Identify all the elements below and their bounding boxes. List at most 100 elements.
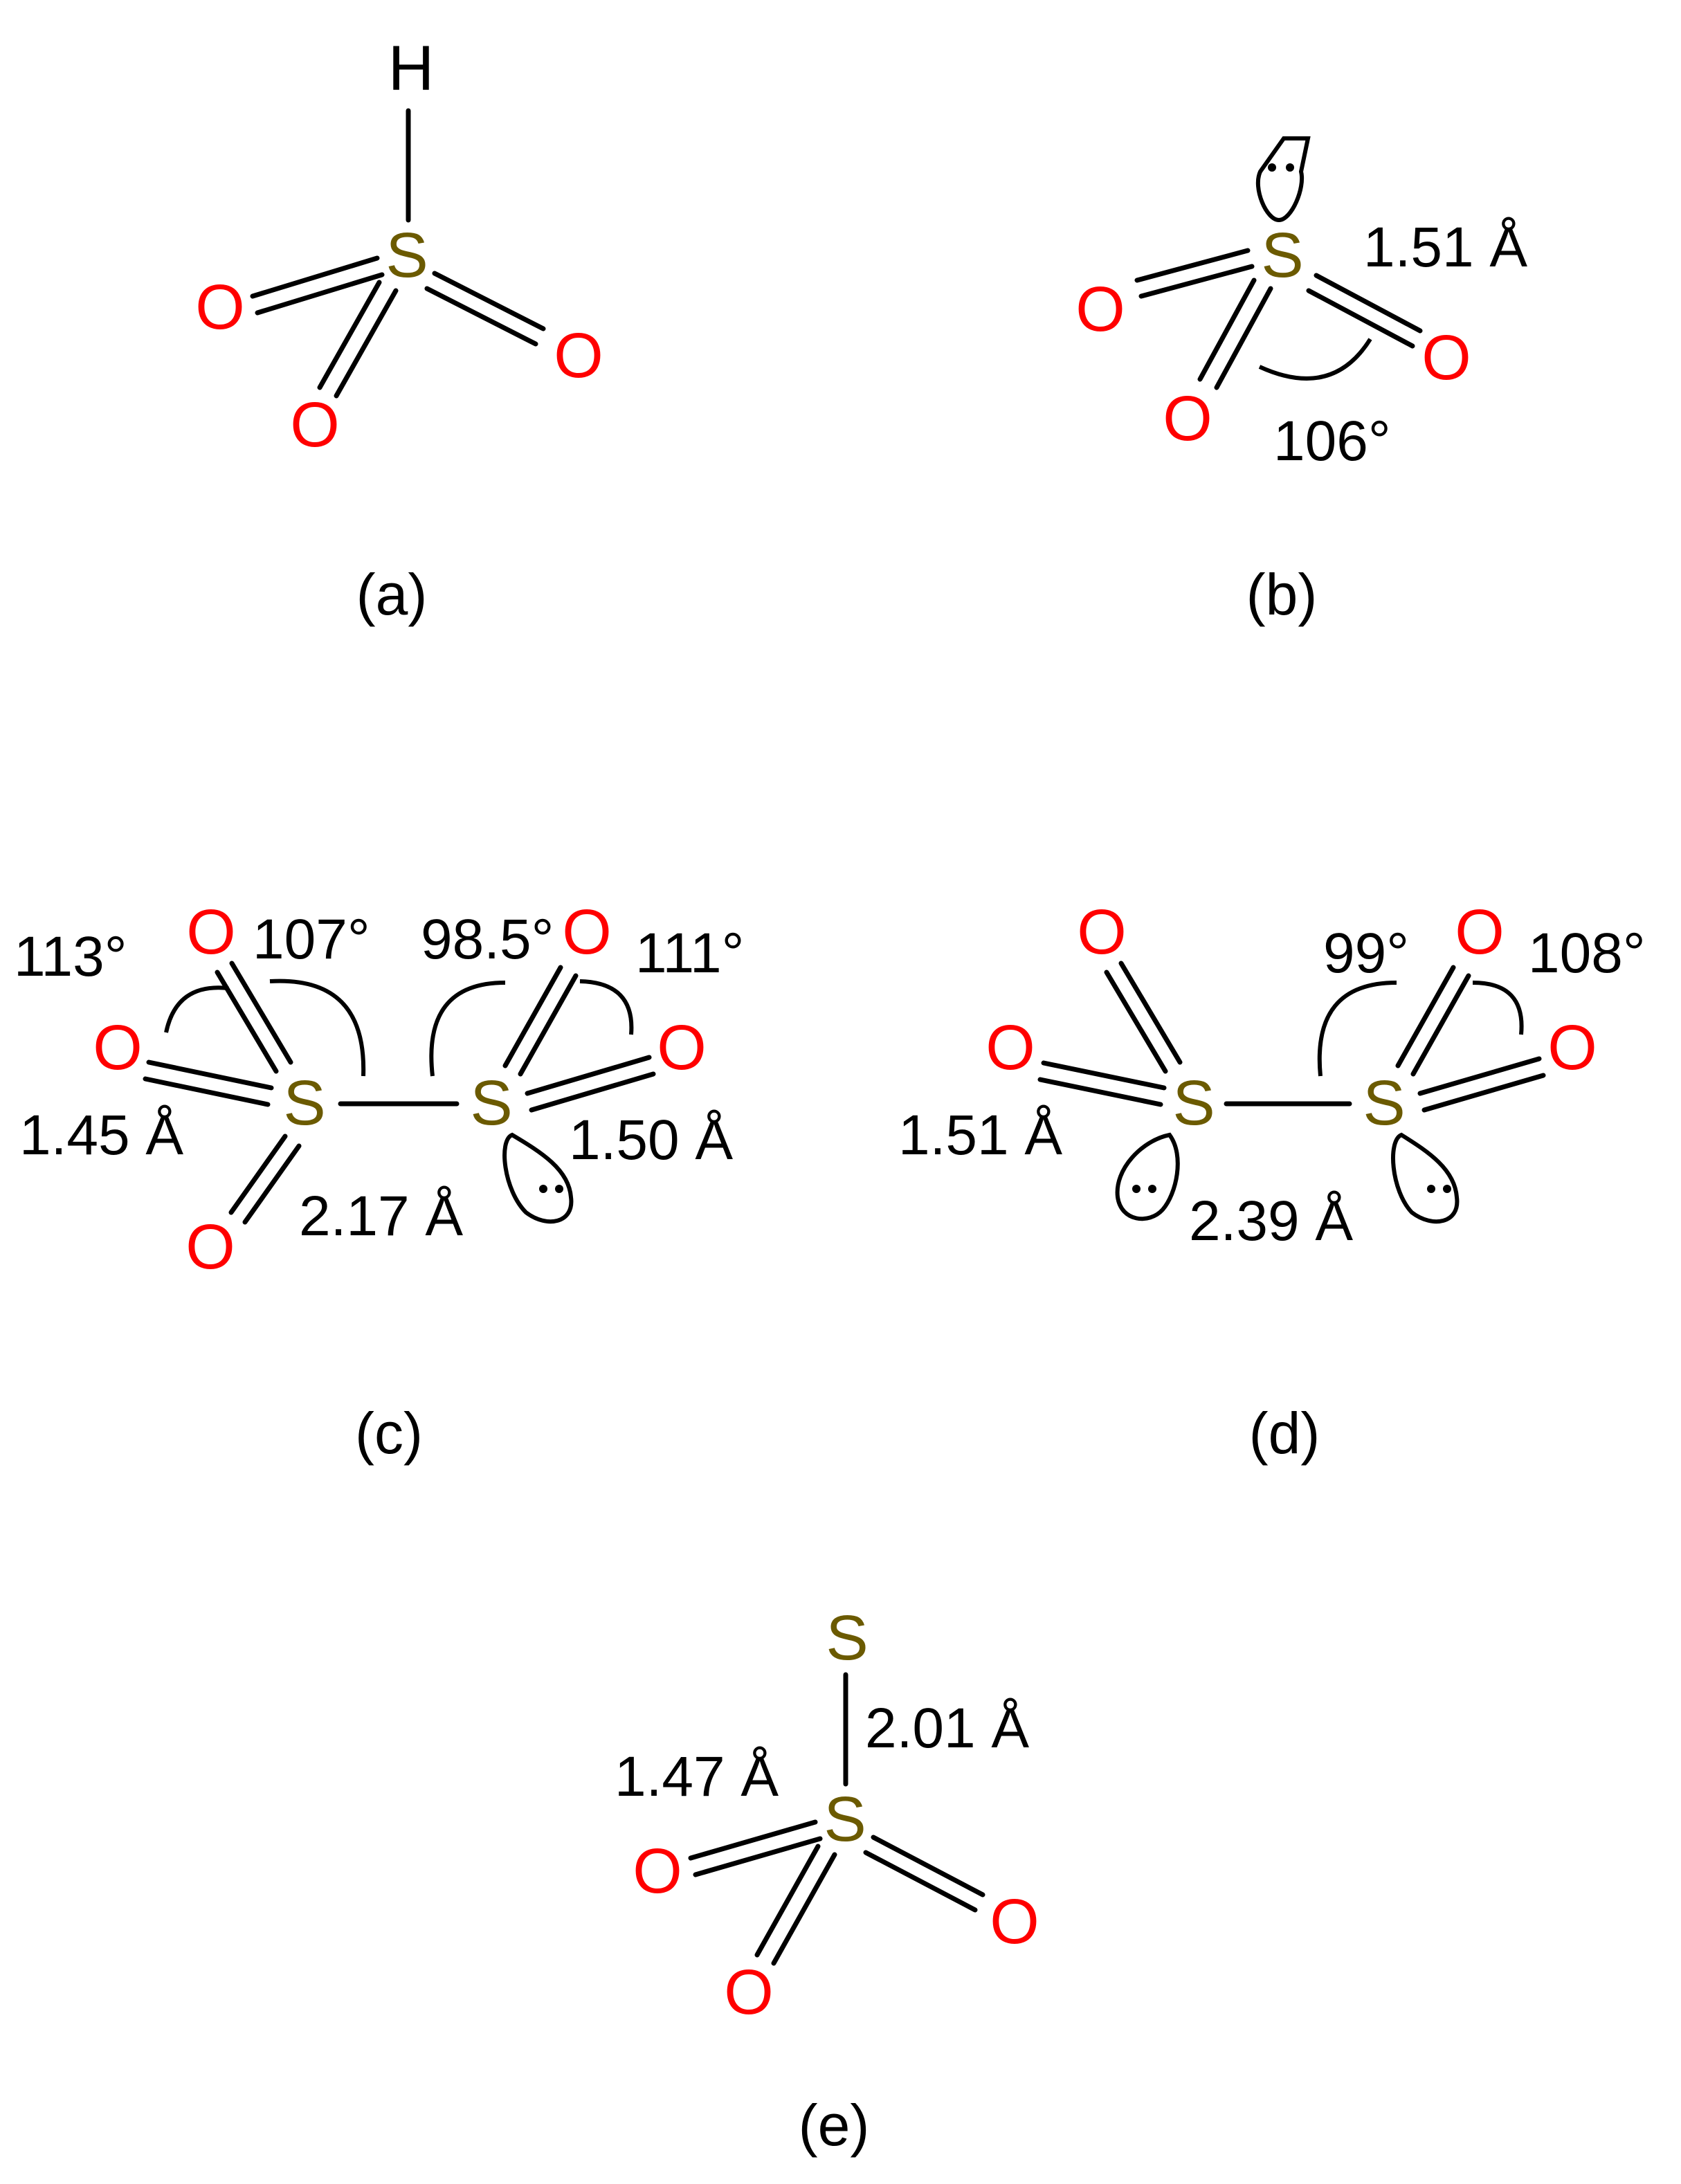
- bond-s-o: [146, 1059, 274, 1091]
- lone-pair-lobe: [502, 1132, 574, 1224]
- bond-s-o: [529, 1071, 656, 1113]
- angle-arc: [429, 981, 506, 1077]
- bond-s-o: [228, 1134, 288, 1215]
- lone-pair-dot: [539, 1185, 547, 1193]
- bond-s-o: [1104, 970, 1168, 1074]
- lone-pair-dot: [1268, 163, 1276, 172]
- panel-b: S O O O 1.51 Å 106° (b): [1075, 136, 1527, 627]
- bond-s-o-left: [1134, 248, 1251, 283]
- bond-length-label: 1.51 Å: [898, 1104, 1062, 1167]
- oxygen-atom: O: [1075, 274, 1125, 345]
- bond-s-o-left: [250, 255, 380, 299]
- bond-s-o: [143, 1076, 271, 1107]
- angle-arc: [269, 979, 366, 1077]
- bond-s-o-left: [255, 272, 385, 316]
- bond-s-o-right: [871, 1835, 985, 1898]
- lone-pair-lobe: [1391, 1132, 1460, 1224]
- bond-length-label: 2.17 Å: [299, 1185, 463, 1248]
- bond-s-o: [1417, 1056, 1542, 1096]
- panel-d: S S O O O O 99° 108° 1.51 Å 2.39 Å (d): [898, 897, 1646, 1466]
- lone-pair-lobe: [1255, 136, 1311, 223]
- oxygen-atom: O: [1077, 897, 1127, 967]
- bond-s-o-left: [1138, 264, 1255, 299]
- sulfur-atom: S: [385, 220, 428, 291]
- lone-pair-dot: [1443, 1185, 1451, 1193]
- bond-length-label: 2.39 Å: [1189, 1190, 1353, 1253]
- sulfur-atom: S: [1363, 1068, 1405, 1138]
- sulfur-atom: S: [470, 1068, 512, 1138]
- bond-s-o: [1395, 965, 1456, 1068]
- caption-d: (d): [1249, 1401, 1320, 1466]
- angle-label: 107°: [253, 908, 370, 971]
- oxygen-atom: O: [1421, 322, 1471, 393]
- caption-a: (a): [356, 562, 428, 627]
- bond-length-label: 1.50 Å: [569, 1109, 733, 1172]
- bond-s-o-right: [432, 271, 546, 331]
- bond-s-o: [502, 965, 563, 1068]
- bond-s-o-left: [688, 1819, 818, 1861]
- lone-pair-dot: [555, 1185, 563, 1193]
- angle-label: 113°: [14, 925, 127, 988]
- oxygen-atom: O: [633, 1836, 682, 1907]
- caption-e: (e): [799, 2093, 870, 2158]
- bond-s-o: [1037, 1077, 1163, 1107]
- hydrogen-atom: H: [388, 33, 434, 104]
- panel-c: S S O O O O O 113° 107° 98.5° 111° 1.45 …: [14, 897, 744, 1466]
- bond-s-o-right: [1314, 273, 1423, 334]
- lone-pair-dot: [1148, 1185, 1156, 1193]
- oxygen-atom: O: [195, 272, 245, 343]
- lone-pair-dot: [1132, 1185, 1141, 1193]
- bond-s-o: [525, 1055, 652, 1096]
- bond-s-o: [1421, 1073, 1546, 1113]
- lone-pair-lobe: [1115, 1132, 1180, 1221]
- oxygen-atom: O: [985, 1012, 1035, 1083]
- oxygen-atom: O: [186, 897, 236, 967]
- panel-e: S S O O O 2.01 Å 1.47 Å (e): [615, 1603, 1039, 2158]
- bond-s-o-bottom: [1214, 286, 1273, 390]
- oxygen-atom: O: [1163, 383, 1212, 454]
- angle-label: 111°: [635, 922, 744, 985]
- angle-arc: [1472, 981, 1524, 1035]
- bond-s-o: [1410, 973, 1471, 1077]
- angle-arc: [164, 985, 229, 1033]
- caption-c: (c): [355, 1401, 423, 1466]
- oxygen-atom: O: [657, 1012, 707, 1083]
- oxygen-atom: O: [990, 1886, 1039, 1957]
- bond-length-label: 1.45 Å: [19, 1104, 183, 1167]
- angle-label: 108°: [1528, 922, 1646, 985]
- sulfur-atom: S: [283, 1068, 325, 1138]
- bond-length-label: 1.47 Å: [615, 1745, 779, 1808]
- bond-s-o-bottom: [771, 1852, 837, 1966]
- bond-s-o-left: [693, 1836, 823, 1877]
- angle-label: 106°: [1273, 410, 1391, 473]
- bond-s-o-right: [424, 286, 538, 347]
- sulfur-atom: S: [824, 1784, 866, 1855]
- bond-s-o: [1041, 1060, 1167, 1091]
- oxygen-atom: O: [554, 320, 603, 391]
- bond-s-o: [518, 973, 579, 1077]
- oxygen-atom: O: [1455, 897, 1505, 967]
- oxygen-atom: O: [1547, 1012, 1597, 1083]
- lone-pair-dot: [1286, 163, 1294, 172]
- panel-a: H S O O O (a): [195, 33, 603, 627]
- oxygen-atom: O: [185, 1212, 235, 1282]
- angle-arc: [579, 979, 634, 1035]
- bond-s-o-right: [1306, 288, 1415, 349]
- bond-s-o-bottom: [334, 288, 399, 399]
- bond-s-o: [242, 1143, 302, 1225]
- oxygen-atom: O: [562, 897, 612, 967]
- angle-arc: [1258, 338, 1372, 381]
- sulfur-atom: S: [826, 1603, 868, 1673]
- angle-label: 99°: [1323, 922, 1409, 985]
- caption-b: (b): [1246, 562, 1318, 627]
- bond-s-o: [1118, 961, 1183, 1065]
- angle-label: 98.5°: [421, 908, 554, 971]
- lone-pair-dot: [1427, 1185, 1435, 1193]
- bond-s-o-right: [863, 1850, 978, 1913]
- bond-length-label: 2.01 Å: [865, 1697, 1029, 1760]
- bond-length-label: 1.51 Å: [1363, 216, 1527, 279]
- angle-arc: [1317, 981, 1397, 1077]
- bond-s-o-bottom: [317, 280, 382, 390]
- oxygen-atom: O: [724, 1957, 774, 2028]
